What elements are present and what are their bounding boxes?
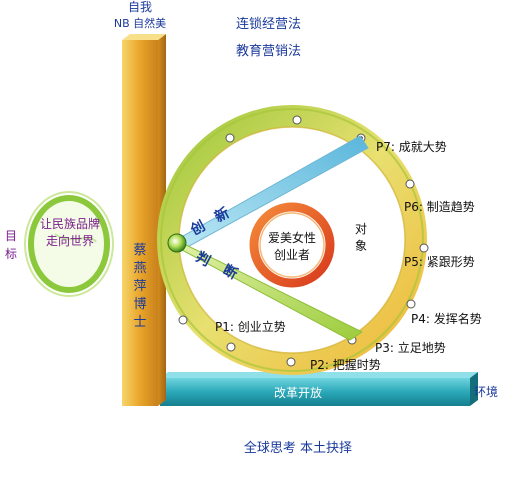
center-target-ring (249, 202, 335, 288)
pillar-top-line1: 自我 (128, 0, 152, 14)
object-char2: 象 (355, 239, 367, 253)
step-p3: P3: 立足地势 (375, 340, 446, 355)
goal-label-2: 标 (5, 247, 17, 261)
ring-dot (226, 342, 236, 352)
goal-circle-line1: 让民族品牌 (40, 217, 100, 231)
step-p6: P6: 制造趋势 (404, 200, 475, 214)
innovate-char1: 创 (187, 217, 208, 239)
pillar-name-3: 萍 (133, 279, 146, 294)
method-2: 教育营销法 (236, 43, 301, 59)
pillar-name-2: 燕 (133, 261, 146, 276)
center-target-line2: 创业者 (274, 248, 310, 262)
step-p7: P7: 成就大势 (376, 140, 447, 154)
step-p4: P4: 发挥名势 (411, 311, 482, 326)
center-target-line1: 爱美女性 (268, 230, 316, 245)
pillar-top-line2: NB 自然美 (114, 16, 166, 30)
ring-dot (292, 115, 302, 125)
ring-dot (405, 179, 415, 189)
goal-label-1: 目 (5, 229, 17, 243)
pivot-knob (167, 233, 187, 253)
ring-dot (286, 357, 296, 367)
ring-dot (419, 243, 429, 253)
base-bar (160, 372, 478, 406)
goal-circle (24, 191, 114, 297)
ring-dot (406, 299, 416, 309)
goal-circle-line2: 走向世界 (46, 233, 94, 248)
object-char1: 对 (355, 222, 367, 236)
step-p2: P2: 把握时势 (310, 357, 381, 372)
ring-dot (178, 315, 188, 325)
pillar (122, 34, 166, 406)
environment-label: 环境 (474, 384, 498, 399)
footer-text: 全球思考 本土抉择 (244, 440, 352, 456)
pillar-name-5: 士 (133, 315, 146, 330)
base-label: 改革开放 (274, 385, 322, 400)
method-1: 连锁经营法 (236, 16, 301, 32)
pillar-name-4: 博 (133, 297, 146, 312)
step-p5: P5: 紧跟形势 (404, 255, 475, 269)
step-p1: P1: 创业立势 (215, 319, 286, 334)
ring-dot (225, 133, 235, 143)
pillar-name-1: 蔡 (133, 243, 146, 258)
